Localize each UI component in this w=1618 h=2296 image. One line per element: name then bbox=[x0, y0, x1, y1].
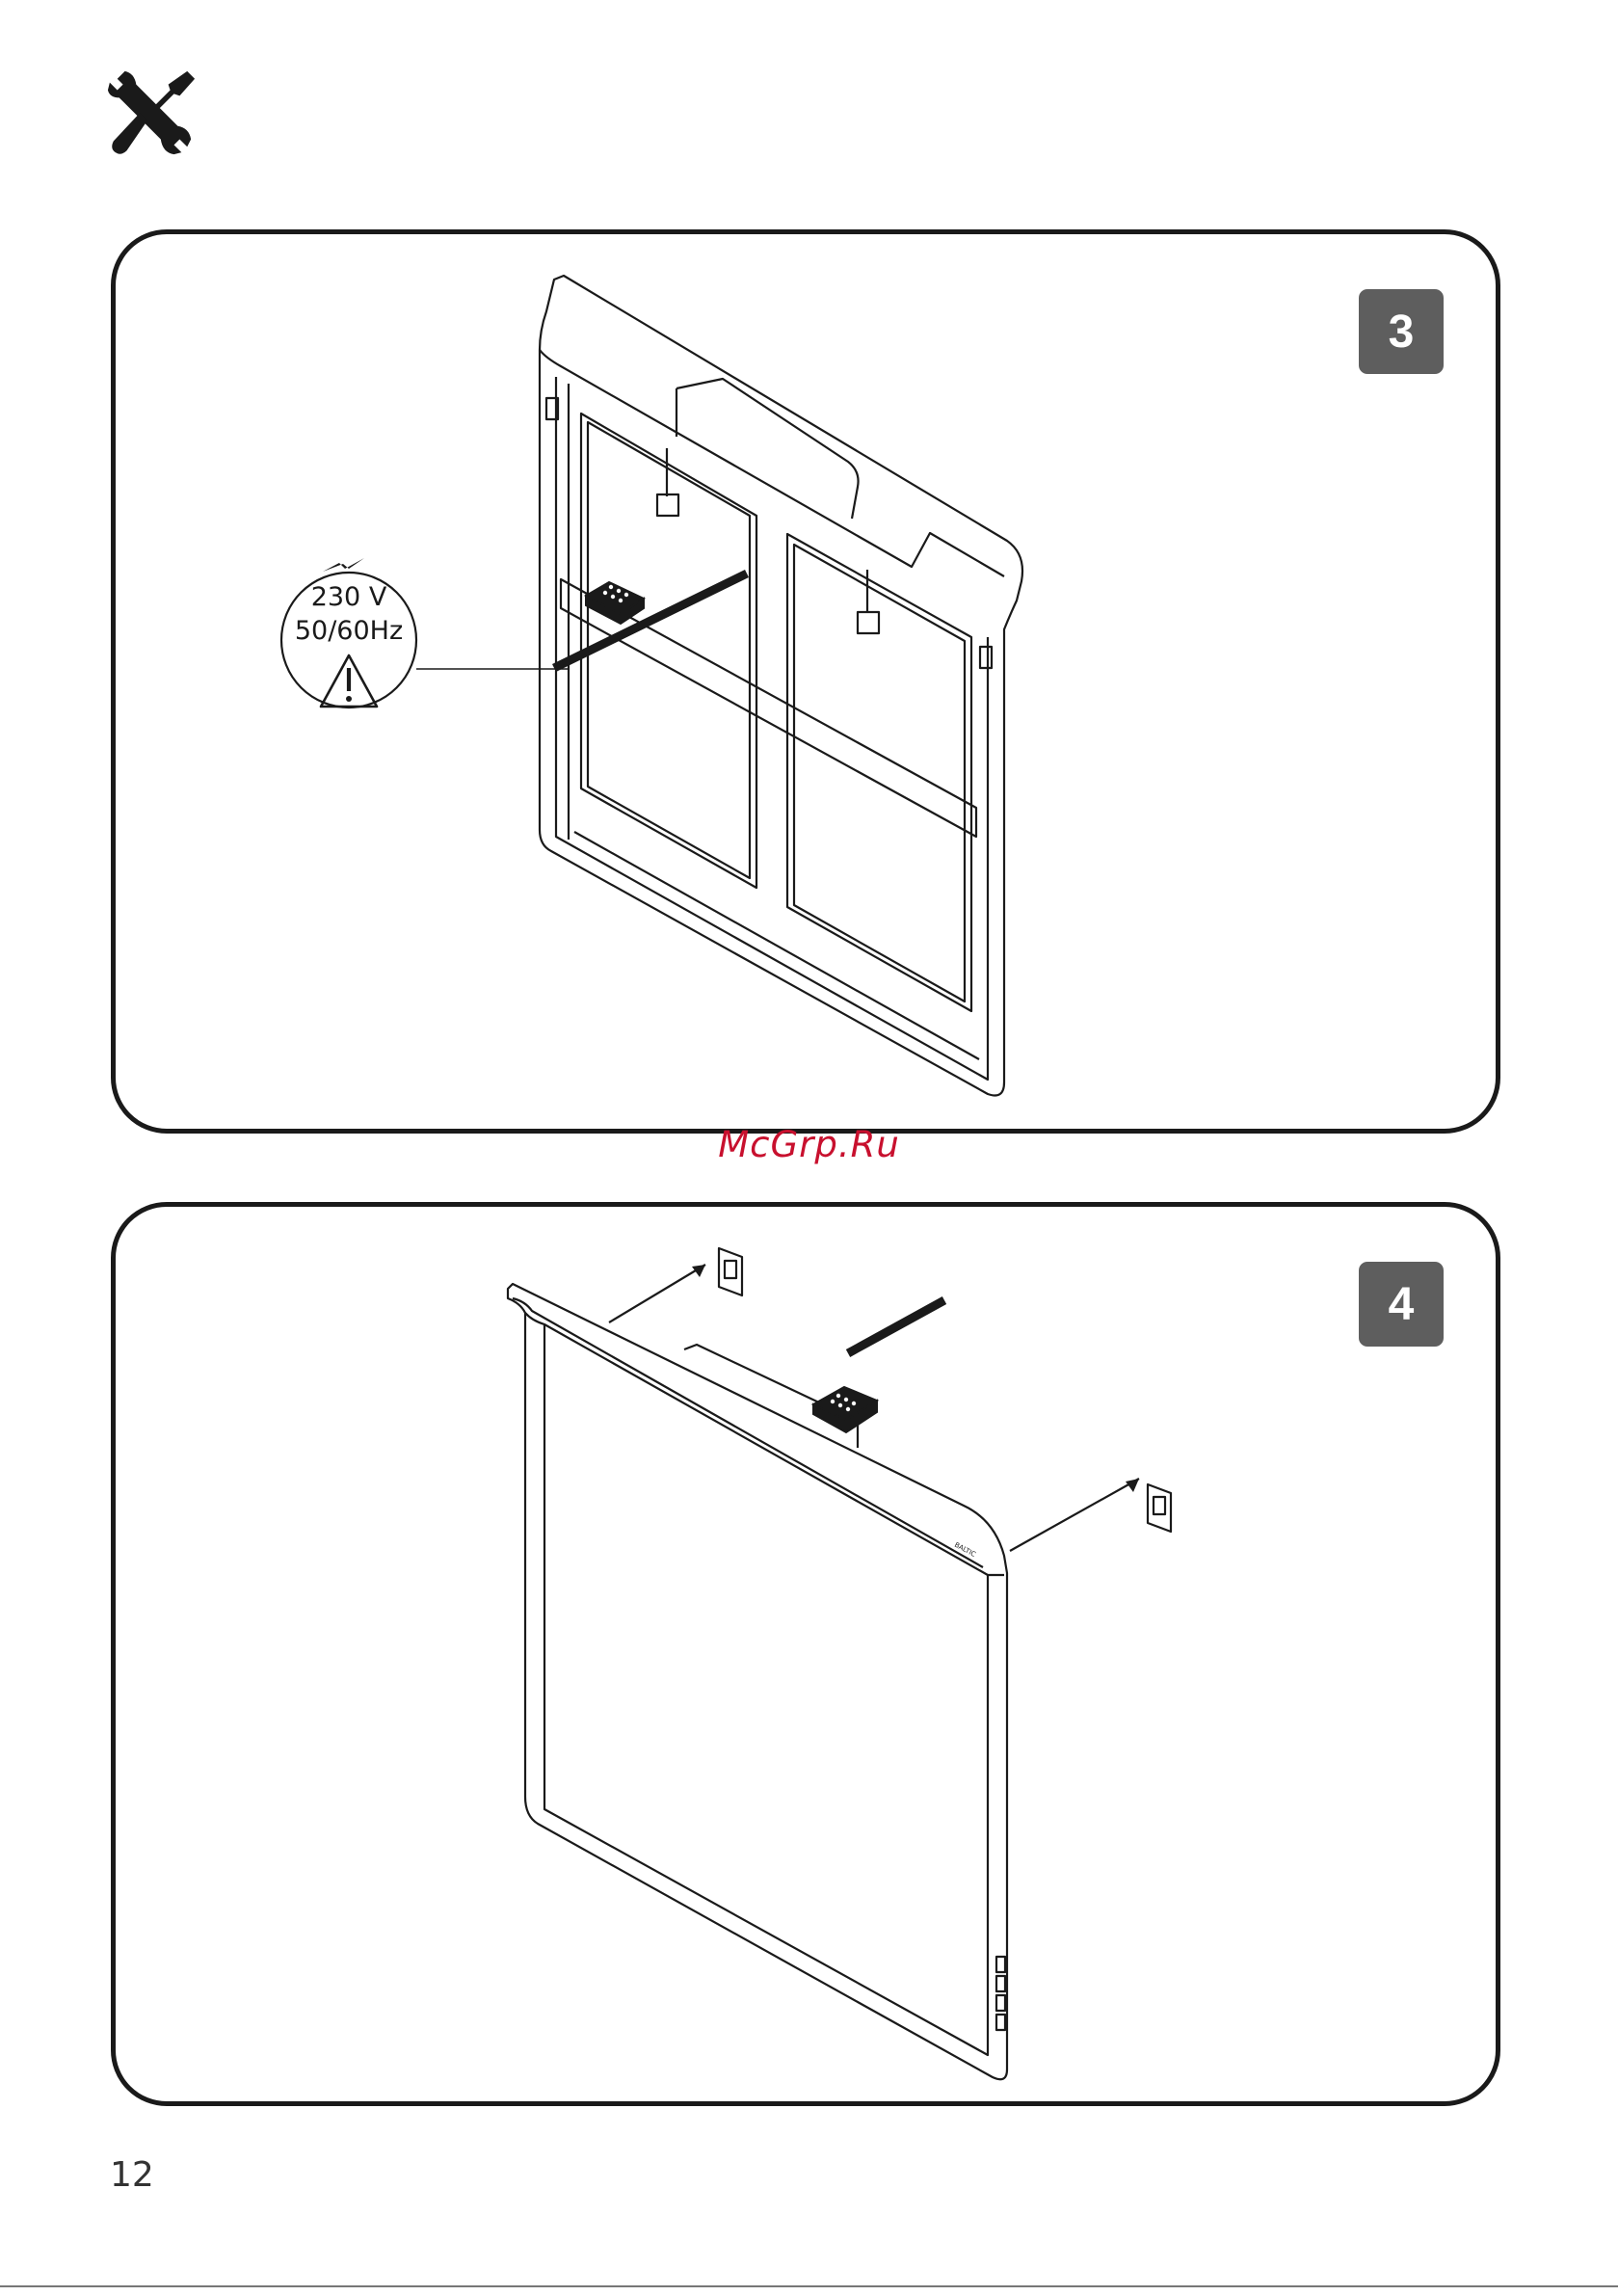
step-4-illustration: BALTIC bbox=[116, 1207, 1505, 2111]
step-3-illustration: 230 V 50/60Hz bbox=[116, 234, 1505, 1138]
watermark: McGrp.Ru bbox=[0, 1124, 1618, 1165]
tools-icon bbox=[104, 66, 199, 160]
step-3-panel: 3 bbox=[111, 229, 1500, 1134]
power-connector bbox=[586, 582, 644, 624]
page-number: 12 bbox=[110, 2155, 154, 2195]
mirror-front bbox=[508, 1284, 1007, 2079]
electricity-icon bbox=[323, 558, 364, 572]
frequency-label: 50/60Hz bbox=[295, 616, 403, 646]
mirror-frame-back bbox=[540, 276, 1022, 1096]
voltage-label: 230 V bbox=[311, 582, 387, 612]
step-4-panel: 4 BALTIC bbox=[111, 1202, 1500, 2106]
footer-divider bbox=[0, 2285, 1618, 2287]
